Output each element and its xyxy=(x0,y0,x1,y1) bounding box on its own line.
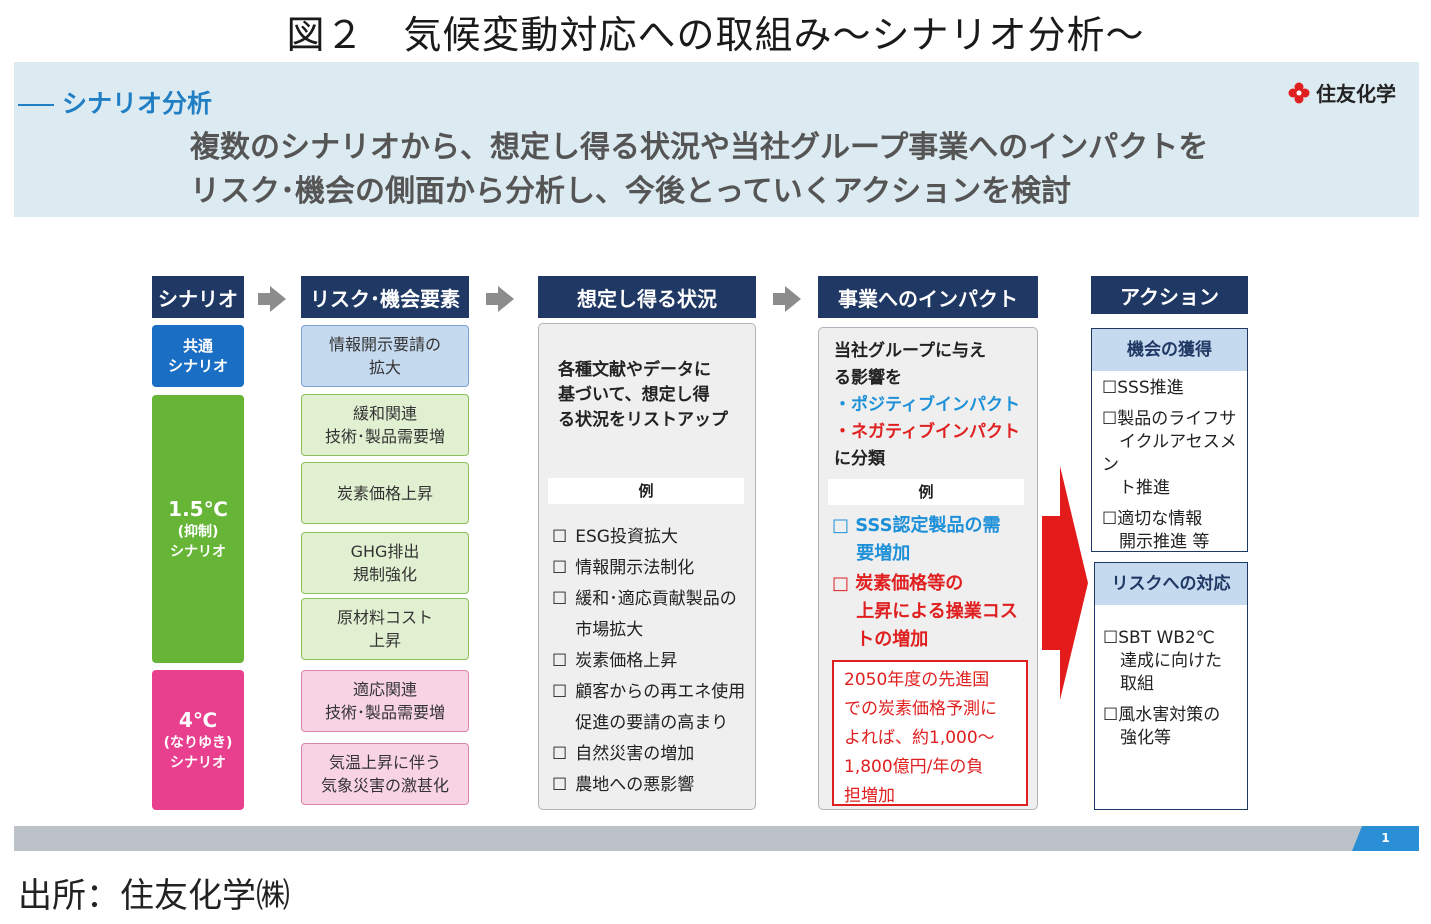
risk-item: 気温上昇に伴う 気象災害の激甚化 xyxy=(301,743,469,805)
scenario-4c-temp: 4℃ xyxy=(178,708,218,732)
column-header-impact: 事業へのインパクト xyxy=(818,276,1038,318)
action-item: ☐風水害対策の 強化等 xyxy=(1103,705,1221,748)
action-opportunity-list: ☐SSS推進 ☐製品のライフサ イクルアセスメン ト推進 ☐適切な情報 開示推進… xyxy=(1092,371,1247,554)
checkbox-icon: ☐ xyxy=(552,558,568,578)
risk-item: 情報開示要請の 拡大 xyxy=(301,325,469,387)
checkbox-icon: ☐ xyxy=(552,682,568,702)
impact-note: 2050年度の先進国 での炭素価格予測に よれば、約1,000～ 1,800億円… xyxy=(832,660,1028,806)
action-risk-title: リスクへの対応 xyxy=(1095,563,1247,605)
checkbox-icon: ☐ xyxy=(552,775,568,795)
checkbox-icon: ☐ xyxy=(552,589,568,609)
impact-intro: 当社グループに与え る影響を ・ポジティブインパクト ・ネガティブインパクト に… xyxy=(834,338,1030,473)
headline-line-2: リスク･機会の側面から分析し、今後とっていくアクションを検討 xyxy=(190,174,1072,209)
situation-item: ☐緩和･適応貢献製品の 市場拡大 xyxy=(552,584,752,646)
risk-item: 緩和関連 技術･製品需要増 xyxy=(301,394,469,456)
scenario-4c: 4℃ (なりゆき) シナリオ xyxy=(152,670,244,810)
impact-classify: に分類 xyxy=(834,449,885,469)
risk-item: 炭素価格上昇 xyxy=(301,462,469,524)
impact-negative: ・ネガティブインパクト xyxy=(834,422,1020,442)
scenario-1-5c-sub: (抑制) xyxy=(177,524,219,540)
impact-intro-text: 当社グループに与え る影響を xyxy=(834,341,986,388)
section-label: シナリオ分析 xyxy=(18,84,212,120)
situation-item: ☐自然災害の増加 xyxy=(552,744,695,764)
impact-example-negative: □ 炭素価格等の 上昇による操業コス トの増加 xyxy=(832,573,1018,650)
arrow-right-icon xyxy=(773,286,801,312)
situation-intro: 各種文献やデータに 基づいて、想定し得 る状況をリストアップ xyxy=(558,360,728,430)
impact-example-label: 例 xyxy=(828,479,1024,505)
arrow-right-icon xyxy=(258,286,286,312)
scenario-common: 共通 シナリオ xyxy=(152,325,244,387)
action-risk-list: ☐SBT WB2℃ 達成に向けた 取組 ☐風水害対策の 強化等 xyxy=(1095,605,1247,750)
situation-example-label: 例 xyxy=(548,478,744,504)
action-item: ☐SSS推進 xyxy=(1102,378,1184,398)
big-red-arrow-icon xyxy=(1042,466,1088,700)
scenario-common-line2: シナリオ xyxy=(167,357,228,375)
action-opportunity-box: 機会の獲得 ☐SSS推進 ☐製品のライフサ イクルアセスメン ト推進 ☐適切な情… xyxy=(1091,328,1248,552)
headline: 複数のシナリオから、想定し得る状況や当社グループ事業へのインパクトを リスク･機… xyxy=(190,126,1350,214)
action-opportunity-title: 機会の獲得 xyxy=(1092,329,1247,371)
logo-text: 住友化学 xyxy=(1316,82,1396,106)
action-item: ☐SBT WB2℃ 達成に向けた 取組 xyxy=(1103,628,1222,694)
checkbox-icon: ☐ xyxy=(552,527,568,547)
scenario-1-5c-label: シナリオ xyxy=(170,544,226,560)
figure-title: 図２ 気候変動対応への取組み～シナリオ分析～ xyxy=(286,13,1145,57)
scenario-4c-label: シナリオ xyxy=(170,755,226,771)
risk-item: 原材料コスト 上昇 xyxy=(301,598,469,660)
situation-item: ☐ESG投資拡大 xyxy=(552,527,678,547)
arrow-right-icon xyxy=(486,286,514,312)
situation-item: ☐炭素価格上昇 xyxy=(552,651,678,671)
situation-item: ☐顧客からの再エネ使用 促進の要請の高まり xyxy=(552,677,752,739)
headline-line-1: 複数のシナリオから、想定し得る状況や当社グループ事業へのインパクトを xyxy=(190,130,1209,165)
risk-item: 適応関連 技術･製品需要増 xyxy=(301,670,469,732)
situation-panel xyxy=(538,323,756,810)
impact-example-positive: □ SSS認定製品の需 要増加 xyxy=(832,515,1001,564)
column-header-action: アクション xyxy=(1091,276,1248,314)
action-risk-box: リスクへの対応 ☐SBT WB2℃ 達成に向けた 取組 ☐風水害対策の 強化等 xyxy=(1094,562,1248,810)
situation-list: ☐ESG投資拡大 ☐情報開示法制化 ☐緩和･適応貢献製品の 市場拡大 ☐炭素価格… xyxy=(552,522,752,801)
company-logo: 住友化学 xyxy=(1288,78,1396,107)
situation-item: ☐情報開示法制化 xyxy=(552,558,695,578)
column-header-situation: 想定し得る状況 xyxy=(538,276,756,318)
footer-bar xyxy=(14,826,1419,851)
header-band xyxy=(14,62,1419,217)
action-item: ☐適切な情報 開示推進 等 xyxy=(1102,509,1210,552)
source-note: 出所：住友化学㈱ xyxy=(18,876,290,916)
section-label-text: シナリオ分析 xyxy=(62,89,213,118)
impact-positive: ・ポジティブインパクト xyxy=(834,395,1020,415)
dash-decoration xyxy=(18,104,54,106)
scenario-1-5c-temp: 1.5℃ xyxy=(168,497,228,521)
checkbox-icon: ☐ xyxy=(552,744,568,764)
action-item: ☐製品のライフサ イクルアセスメン ト推進 xyxy=(1102,409,1237,498)
risk-item: GHG排出 規制強化 xyxy=(301,532,469,594)
scenario-1-5c: 1.5℃ (抑制) シナリオ xyxy=(152,395,244,663)
logo-mark-icon xyxy=(1288,82,1310,103)
situation-item: ☐農地への悪影響 xyxy=(552,775,695,795)
checkbox-icon: ☐ xyxy=(552,651,568,671)
scenario-4c-sub: (なりゆき) xyxy=(163,735,233,751)
page-number: 1 xyxy=(1352,826,1419,851)
scenario-common-line1: 共通 xyxy=(182,337,213,355)
column-header-risk: リスク･機会要素 xyxy=(301,276,469,318)
column-header-scenario: シナリオ xyxy=(152,276,244,318)
